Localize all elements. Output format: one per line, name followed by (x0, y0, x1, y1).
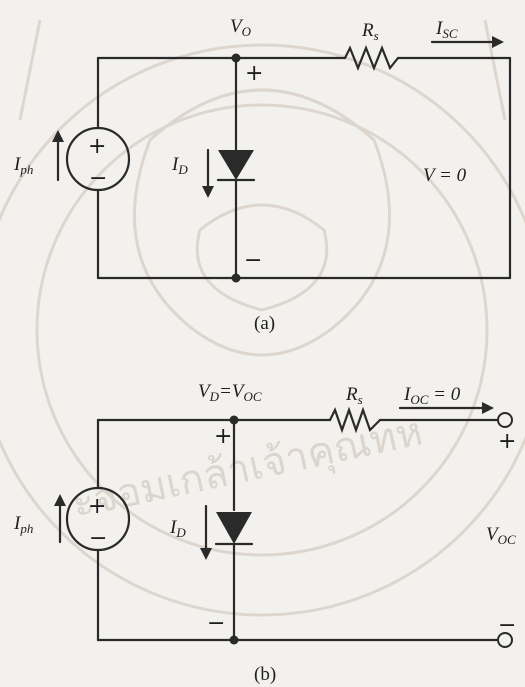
circuit-b-rs-label: Rs (345, 384, 363, 407)
circuit-b-diode-minus: − (207, 611, 225, 636)
circuit-a-isc-label: ISC (435, 18, 458, 41)
circuit-b-source-minus: − (89, 526, 107, 551)
circuit-b-terminal-plus: + (498, 429, 516, 454)
circuit-b-diode-plus: + (214, 424, 232, 449)
circuit-b: + − VD=VOC Rs IOC = 0 Iph ID + − + − VOC… (13, 381, 516, 685)
circuit-a-resistor (343, 45, 400, 71)
circuit-a-output-voltage: V = 0 (423, 165, 467, 186)
circuit-a-diode-arrow-head (202, 186, 214, 198)
circuit-b-terminal-bottom (497, 632, 513, 648)
circuit-a-diode-symbol (218, 150, 254, 180)
circuit-a-diode-minus: − (244, 248, 262, 273)
circuit-a: + − VO Rs ISC Iph ID + − V = 0 (a) (13, 16, 512, 334)
circuit-b-vd-voc-label: VD=VOC (198, 381, 262, 404)
circuit-b-diode-symbol (216, 512, 252, 544)
circuit-b-ioc-arrow-head (482, 402, 494, 414)
circuit-b-current-source (65, 486, 131, 552)
circuit-b-caption: (b) (254, 664, 276, 685)
circuit-a-source-plus: + (88, 134, 106, 159)
circuit-a-isc-arrow-head (492, 36, 504, 48)
circuit-b-diode-arrow-head (200, 548, 212, 560)
circuit-a-node-top (231, 53, 241, 63)
circuit-a-caption: (a) (254, 313, 275, 334)
circuit-a-node-bottom (231, 273, 241, 283)
circuit-b-terminal-minus: − (498, 613, 516, 638)
circuit-b-id-label: ID (169, 517, 186, 540)
circuit-b-resistor (328, 406, 382, 434)
circuit-a-iph-label: Iph (13, 154, 33, 177)
circuit-a-vo-label: VO (230, 16, 252, 39)
circuit-b-node-top (229, 415, 239, 425)
circuit-b-terminal-top (497, 412, 513, 428)
circuit-b-iph-label: Iph (13, 513, 33, 536)
circuit-a-rs-label: Rs (361, 20, 379, 43)
circuit-a-source-arrow-head (52, 130, 64, 142)
circuit-a-current-source (65, 126, 131, 192)
circuit-b-voc-label: VOC (486, 524, 516, 547)
circuit-b-node-bottom (229, 635, 239, 645)
circuit-b-source-plus: + (88, 494, 106, 519)
circuit-b-source-arrow-head (54, 494, 66, 506)
circuit-a-id-label: ID (171, 154, 188, 177)
circuit-b-ioc-label: IOC = 0 (403, 384, 461, 407)
circuit-a-source-minus: − (89, 166, 107, 191)
circuit-a-diode-plus: + (245, 61, 263, 86)
